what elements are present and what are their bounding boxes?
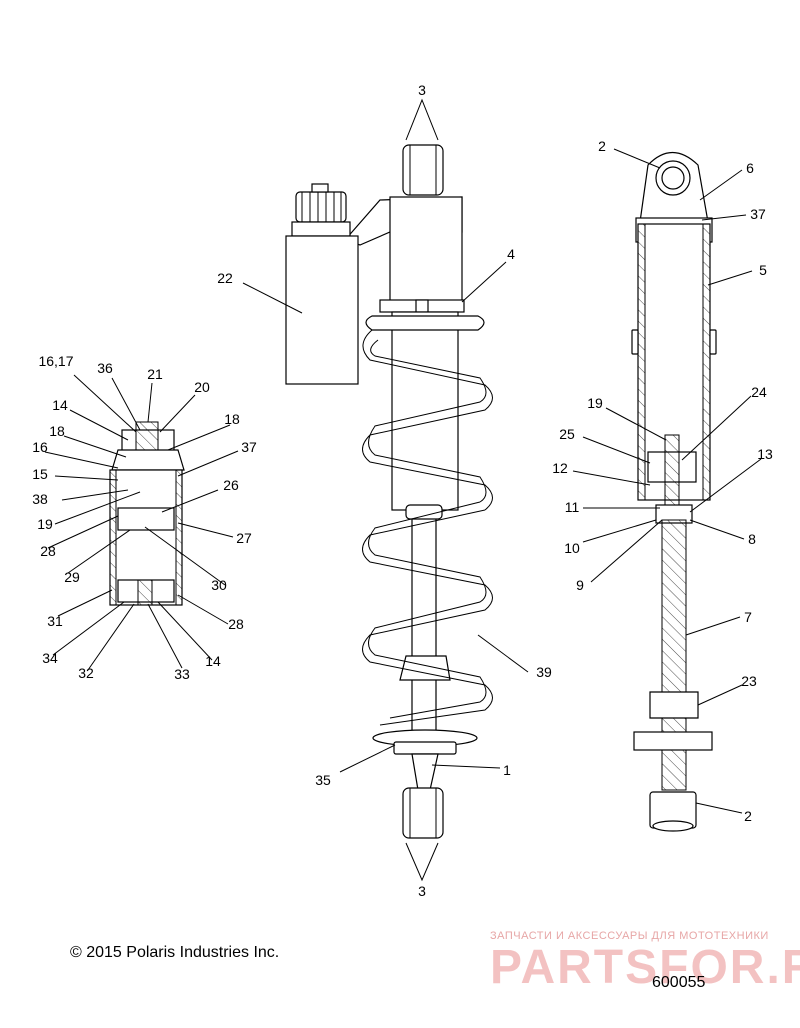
reservoir-cutaway <box>109 421 185 606</box>
callout-14-top[interactable]: 14 <box>52 397 68 413</box>
callout-35[interactable]: 35 <box>315 772 331 788</box>
callout-10[interactable]: 10 <box>564 540 580 556</box>
bump-stop <box>399 655 451 681</box>
callout-15[interactable]: 15 <box>32 466 48 482</box>
callout-24[interactable]: 24 <box>751 384 767 400</box>
retainer-clip <box>415 299 429 313</box>
center-shock-assembly <box>285 98 493 882</box>
reservoir-cap <box>291 221 351 237</box>
callout-27[interactable]: 27 <box>236 530 252 546</box>
callout-38[interactable]: 38 <box>32 491 48 507</box>
callout-8[interactable]: 8 <box>748 531 756 547</box>
callout-2-bottom[interactable]: 2 <box>744 808 752 824</box>
leader-lines <box>44 148 762 814</box>
callout-36[interactable]: 36 <box>97 360 113 376</box>
callout-7[interactable]: 7 <box>744 609 752 625</box>
res-piston <box>117 507 175 531</box>
callout-1[interactable]: 1 <box>503 762 511 778</box>
callout-6[interactable]: 6 <box>746 160 754 176</box>
right-bump-stop <box>649 691 699 719</box>
callout-11[interactable]: 11 <box>565 499 580 515</box>
callout-20[interactable]: 20 <box>194 379 210 395</box>
callout-31[interactable]: 31 <box>47 613 63 629</box>
callout-2-top[interactable]: 2 <box>598 138 606 154</box>
main-spring <box>362 315 493 726</box>
callout-4[interactable]: 4 <box>507 246 515 262</box>
callout-19-left[interactable]: 19 <box>37 516 53 532</box>
watermark-brand: PARTSFOR.RU <box>490 941 800 994</box>
watermark-tagline: ЗАПЧАСТИ И АКСЕССУАРЫ ДЛЯ МОТОТЕХНИКИ <box>490 930 769 942</box>
callout-25[interactable]: 25 <box>559 426 575 442</box>
callout-37-right[interactable]: 37 <box>750 206 766 222</box>
spring-seat-base <box>393 741 457 755</box>
callout-22[interactable]: 22 <box>217 270 233 286</box>
callout-28-right[interactable]: 28 <box>228 616 244 632</box>
callout-9[interactable]: 9 <box>576 577 584 593</box>
top-eyelet <box>402 144 444 196</box>
callout-18-right[interactable]: 18 <box>224 411 240 427</box>
right-spring-seat <box>633 731 713 751</box>
reservoir-body <box>285 235 359 385</box>
callout-5[interactable]: 5 <box>759 262 767 278</box>
callout-14-bottom[interactable]: 14 <box>205 653 221 669</box>
callout-33[interactable]: 33 <box>174 666 190 682</box>
callout-30[interactable]: 30 <box>211 577 227 593</box>
callout-16[interactable]: 16 <box>32 439 48 455</box>
callout-19-right[interactable]: 19 <box>587 395 603 411</box>
diagram-number: 600055 <box>652 974 706 991</box>
callout-23[interactable]: 23 <box>741 673 757 689</box>
callout-18-left[interactable]: 18 <box>49 423 65 439</box>
lower-clevis <box>411 753 439 791</box>
shock-body-upper <box>389 196 463 308</box>
callout-39[interactable]: 39 <box>536 664 552 680</box>
callout-34[interactable]: 34 <box>42 650 58 666</box>
shock-body-lower <box>391 311 459 511</box>
callout-26[interactable]: 26 <box>223 477 239 493</box>
adjuster-knob <box>295 191 347 223</box>
callout-32[interactable]: 32 <box>78 665 94 681</box>
callout-3-bottom[interactable]: 3 <box>418 883 426 899</box>
right-cutaway-assembly <box>631 151 717 832</box>
callout-28-left[interactable]: 28 <box>40 543 56 559</box>
callout-labels: 3 3 22 4 39 1 35 2 6 37 5 19 24 25 12 13… <box>32 82 773 899</box>
knob-cap <box>311 183 329 193</box>
callout-21[interactable]: 21 <box>147 366 163 382</box>
callout-37-left[interactable]: 37 <box>241 439 257 455</box>
callout-16-17[interactable]: 16,17 <box>38 353 73 369</box>
callout-13[interactable]: 13 <box>757 446 773 462</box>
callout-29[interactable]: 29 <box>64 569 80 585</box>
callout-12[interactable]: 12 <box>552 460 568 476</box>
shaft-seal <box>405 504 443 520</box>
bottom-eyelet <box>402 787 444 839</box>
copyright-notice: © 2015 Polaris Industries Inc. <box>70 944 280 961</box>
callout-3-top[interactable]: 3 <box>418 82 426 98</box>
